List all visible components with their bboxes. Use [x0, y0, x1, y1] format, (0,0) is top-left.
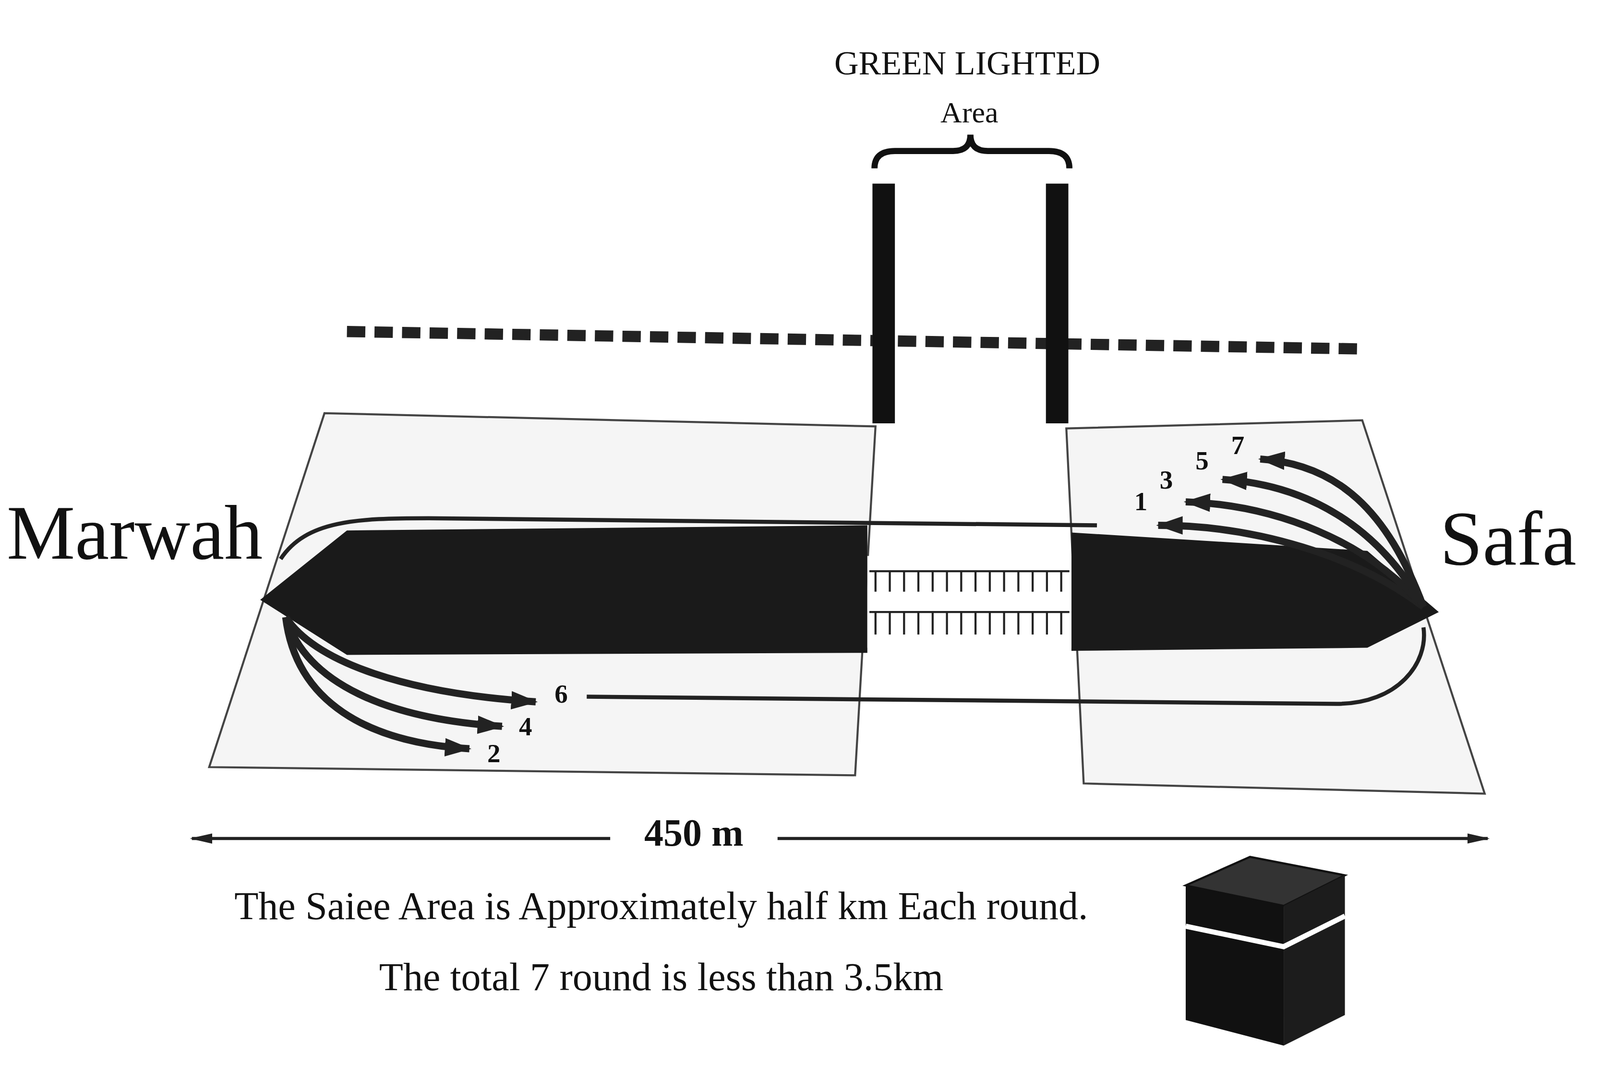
callout-number: 7	[1231, 431, 1245, 458]
note-text: The Saiee Area is Approximately half km …	[234, 886, 1088, 927]
arch-pattern	[869, 571, 1070, 635]
callout-number: 2	[487, 739, 501, 767]
callout-number: 1	[1134, 487, 1148, 515]
callout-number: 5	[1195, 446, 1209, 474]
round-arrow	[285, 617, 536, 702]
round-arrow	[285, 617, 470, 749]
green-light-pillar	[872, 183, 895, 424]
region-label: Area	[940, 97, 999, 128]
dashed-line	[347, 331, 1358, 349]
round-arrow	[1260, 458, 1424, 607]
label-patch	[610, 811, 778, 857]
kaaba-side	[1283, 875, 1346, 1047]
crowd-band	[260, 525, 868, 656]
region-label: GREEN LIGHTED	[834, 46, 1101, 81]
kaaba-front	[1185, 885, 1284, 1047]
dimension-label: 450 m	[644, 813, 744, 853]
floor-area	[209, 413, 876, 776]
dimension-line	[192, 837, 1489, 841]
place-name: Marwah	[6, 494, 263, 572]
arch-row	[875, 612, 1062, 635]
round-arrow	[285, 617, 503, 727]
callout-number: 4	[518, 713, 533, 740]
arch-row	[875, 571, 1062, 592]
note-text: The total 7 round is less than 3.5km	[379, 957, 944, 998]
arch-line	[869, 571, 1070, 613]
kaaba-band	[1185, 916, 1346, 948]
arch-area	[867, 555, 1072, 648]
place-name: Safa	[1440, 500, 1577, 578]
bracket	[874, 134, 1070, 169]
callout-number: 6	[554, 680, 568, 708]
callout-number: 3	[1159, 466, 1174, 494]
path-line	[280, 518, 1098, 560]
floor-area	[1066, 420, 1485, 794]
path-line	[586, 627, 1424, 704]
green-light-pillar	[1046, 183, 1069, 424]
